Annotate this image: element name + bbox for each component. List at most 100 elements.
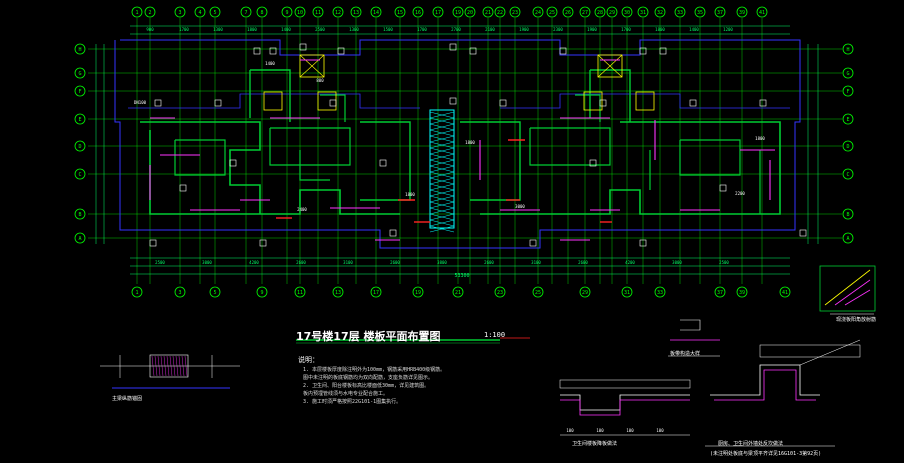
axis-bubble-top bbox=[209, 6, 221, 18]
hatch-line bbox=[429, 117, 455, 125]
axis-bubble-top bbox=[144, 6, 156, 18]
axis-label-left: E bbox=[78, 117, 81, 123]
note-line: 板内预埋管线须与水电专业配合施工。 bbox=[303, 391, 389, 397]
axis-label-bottom: 29 bbox=[582, 290, 588, 296]
note-line: 1. 本层楼板厚度除注明外为100mm，钢筋采用HRB400级钢筋。 bbox=[303, 367, 446, 373]
dimension-value: 1400 bbox=[281, 27, 291, 32]
axis-label-top: 20 bbox=[467, 10, 473, 16]
column-marker bbox=[559, 47, 567, 55]
shaft-box bbox=[635, 91, 655, 111]
dimension-value: 2700 bbox=[451, 27, 461, 32]
axis-label-top: 5 bbox=[213, 10, 216, 16]
wall bbox=[320, 94, 346, 122]
hatch-line bbox=[429, 183, 455, 191]
dimension-value: 2100 bbox=[485, 27, 495, 32]
dimension-value: 1800 bbox=[655, 27, 665, 32]
axis-bubble-top bbox=[256, 6, 268, 18]
column-marker bbox=[214, 99, 222, 107]
axis-label-bottom: 9 bbox=[260, 290, 263, 296]
column-marker bbox=[229, 159, 237, 167]
drawing-scale: 1:100 bbox=[484, 331, 506, 339]
hatch-line bbox=[429, 111, 455, 119]
dimension-value: 1200 bbox=[723, 27, 733, 32]
axis-bubble-top bbox=[452, 6, 464, 18]
detail-2-box bbox=[819, 265, 876, 312]
detail-4-dim-text: 100 bbox=[656, 428, 664, 433]
note-line: 3. 施工时须严格按照22G101-1图集执行。 bbox=[303, 399, 402, 405]
axis-label-top: 4 bbox=[198, 10, 201, 16]
axis-label-top: 27 bbox=[582, 10, 588, 16]
axis-label-bottom: 25 bbox=[535, 290, 541, 296]
axis-label-bottom: 33 bbox=[657, 290, 663, 296]
axis-bubble-top bbox=[532, 6, 544, 18]
axis-bubble-right bbox=[842, 67, 854, 79]
axis-label-right: H bbox=[846, 47, 849, 53]
column-marker bbox=[799, 229, 807, 237]
axis-label-right: E bbox=[846, 117, 849, 123]
axis-label-top: 12 bbox=[335, 10, 341, 16]
axis-label-bottom: 11 bbox=[297, 290, 303, 296]
hatch-line bbox=[429, 153, 455, 161]
axis-label-top: 26 bbox=[565, 10, 571, 16]
hatch-line bbox=[429, 141, 455, 149]
hatch-line bbox=[429, 189, 455, 197]
stair-core bbox=[429, 109, 455, 229]
axis-label-bottom: 37 bbox=[717, 290, 723, 296]
dimension-value: 1300 bbox=[213, 27, 223, 32]
detail-3-shape bbox=[680, 319, 701, 331]
detail-4-rebar bbox=[560, 399, 690, 416]
axis-label-top: 17 bbox=[435, 10, 441, 16]
detail-2-diag bbox=[834, 279, 871, 306]
hatch-line bbox=[429, 201, 455, 209]
detail-label-6: (未注明处板底与梁顶平齐详见16G101-3第92页) bbox=[710, 451, 822, 457]
axis-bubble-top bbox=[394, 6, 406, 18]
axis-label-left: A bbox=[78, 236, 81, 242]
annotation-text: 800 bbox=[316, 78, 324, 83]
wall bbox=[149, 130, 400, 215]
axis-bubble-top bbox=[370, 6, 382, 18]
hatch-line bbox=[429, 207, 455, 215]
dimension-value: 1500 bbox=[383, 27, 393, 32]
detail-2-diag bbox=[844, 289, 871, 306]
dimension-value: 3100 bbox=[343, 260, 353, 265]
axis-label-top: 22 bbox=[497, 10, 503, 16]
axis-bubble-right bbox=[842, 168, 854, 180]
dimension-value: 1700 bbox=[621, 27, 631, 32]
detail-label-4: 卫生间楼板降板做法 bbox=[572, 441, 618, 447]
axis-bubble-top bbox=[694, 6, 706, 18]
dimension-value: 900 bbox=[146, 27, 154, 32]
axis-bubble-top bbox=[350, 6, 362, 18]
detail-4-section bbox=[560, 394, 690, 411]
axis-bubble-top bbox=[432, 6, 444, 18]
shaft-box bbox=[597, 54, 623, 78]
hatch-line bbox=[429, 159, 455, 167]
wall bbox=[269, 127, 351, 166]
axis-bubble-top bbox=[412, 6, 424, 18]
axis-bubble-bottom bbox=[494, 286, 506, 298]
axis-label-bottom: 5 bbox=[213, 290, 216, 296]
dimension-value: 1900 bbox=[519, 27, 529, 32]
annotation-text: 1800 bbox=[405, 192, 415, 197]
axis-label-top: 10 bbox=[297, 10, 303, 16]
axis-bubble-bottom bbox=[370, 286, 382, 298]
hatch-line bbox=[429, 129, 455, 137]
dimension-value: 2500 bbox=[315, 27, 325, 32]
wall bbox=[575, 94, 601, 122]
axis-label-top: 28 bbox=[597, 10, 603, 16]
axis-label-top: 41 bbox=[759, 10, 765, 16]
axis-label-top: 11 bbox=[315, 10, 321, 16]
column-marker bbox=[469, 47, 477, 55]
axis-bubble-bottom bbox=[332, 286, 344, 298]
axis-bubble-left bbox=[74, 85, 86, 97]
column-marker bbox=[449, 97, 457, 105]
axis-label-left: F bbox=[78, 89, 81, 95]
detail-2-diag bbox=[824, 269, 871, 306]
axis-label-top: 25 bbox=[549, 10, 555, 16]
column-marker bbox=[759, 99, 767, 107]
axis-label-right: F bbox=[846, 89, 849, 95]
axis-bubble-top bbox=[312, 6, 324, 18]
wall bbox=[529, 127, 611, 166]
column-marker bbox=[689, 99, 697, 107]
wall bbox=[460, 121, 521, 201]
